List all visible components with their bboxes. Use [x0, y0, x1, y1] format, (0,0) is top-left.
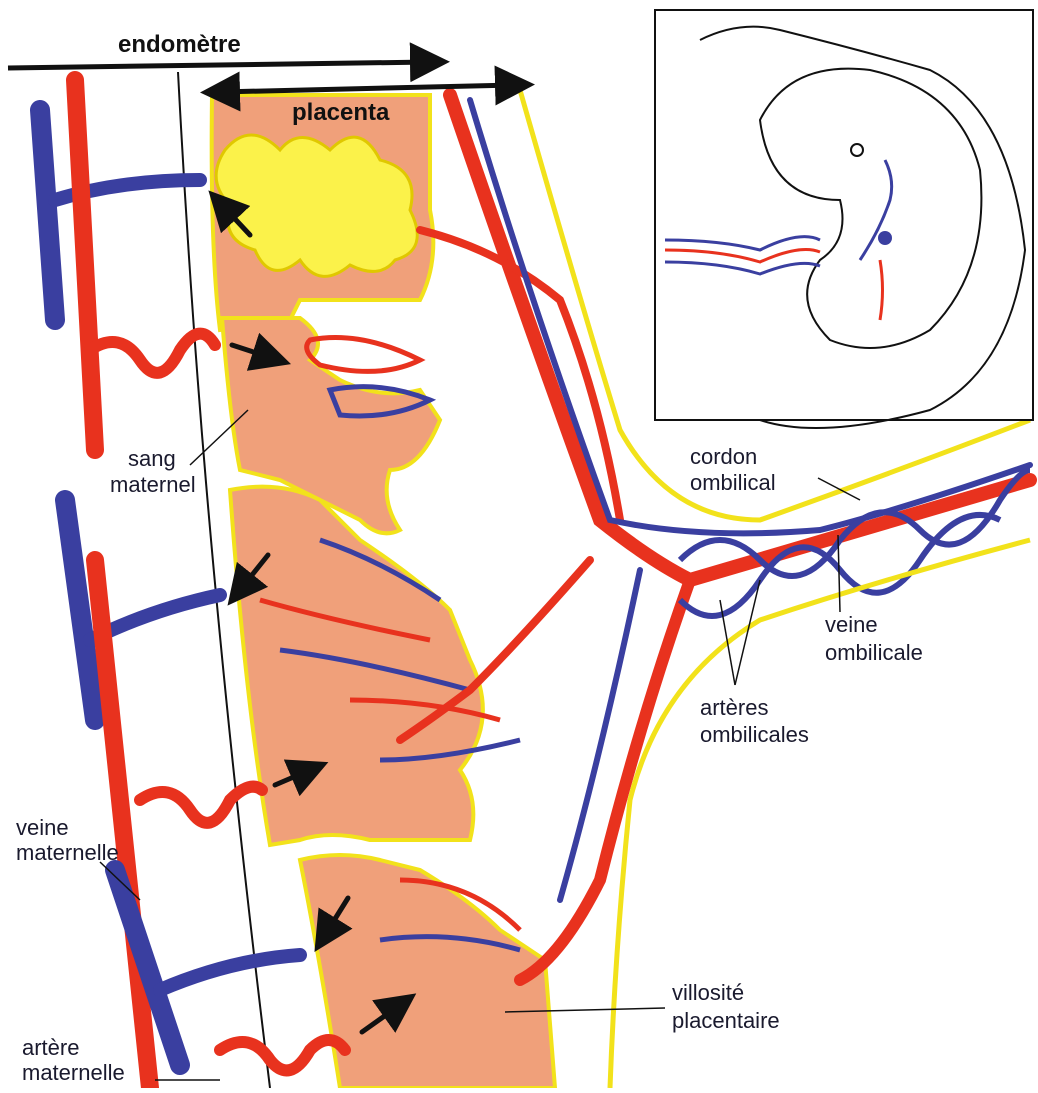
label-sang-line2: maternel	[110, 472, 196, 497]
label-veine-ombilicale-line2: ombilicale	[825, 640, 923, 665]
label-endometre: endomètre	[118, 31, 241, 58]
label-sang-line1: sang	[128, 446, 176, 471]
placenta-arrow	[220, 85, 515, 92]
label-veine-ombilicale-line1: veine	[825, 612, 878, 637]
label-villosite-line2: placentaire	[672, 1008, 780, 1033]
label-arteres-line1: artères	[700, 695, 768, 720]
label-cordon-line2: ombilical	[690, 470, 776, 495]
label-arteres-line2: ombilicales	[700, 722, 809, 747]
label-veine-maternelle-line2: maternelle	[16, 840, 119, 865]
label-villosite-line1: villosité	[672, 980, 744, 1005]
embryo-inset	[655, 10, 1033, 428]
endometre-arrow	[8, 62, 430, 68]
label-cordon-line1: cordon	[690, 444, 757, 469]
label-placenta: placenta	[292, 99, 390, 126]
label-artere-maternelle-line1: artère	[22, 1035, 79, 1060]
label-veine-maternelle-line1: veine	[16, 815, 69, 840]
label-artere-maternelle-line2: maternelle	[22, 1060, 125, 1085]
